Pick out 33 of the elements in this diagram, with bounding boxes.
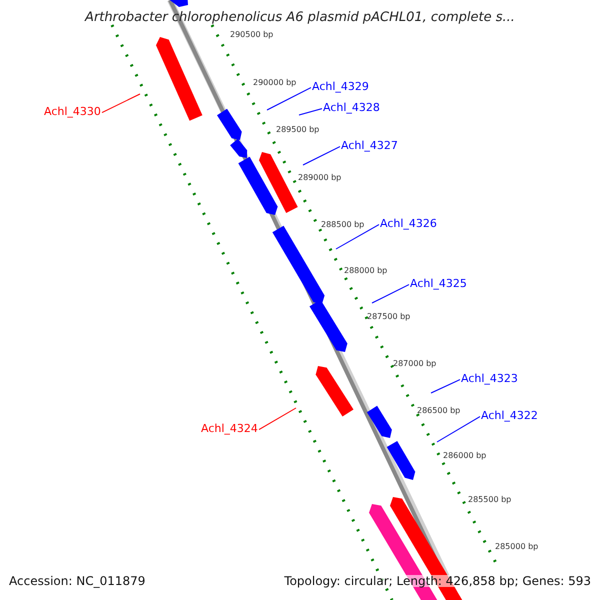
scale-label: 289500 bp bbox=[276, 126, 320, 134]
scale-label: 286000 bp bbox=[443, 452, 486, 460]
gene-label: Achl_4322 bbox=[481, 410, 538, 421]
gene-label: Achl_4326 bbox=[380, 218, 437, 229]
leader-line bbox=[372, 284, 410, 304]
scale-label: 287500 bp bbox=[367, 313, 410, 321]
gene-label: Achl_4330 bbox=[44, 106, 101, 117]
leader-line bbox=[430, 379, 460, 394]
leader-line bbox=[102, 94, 140, 114]
gene-label: Achl_4328 bbox=[323, 102, 380, 113]
scale-label: 285000 bp bbox=[495, 543, 538, 551]
scale-label: 286500 bp bbox=[417, 407, 460, 415]
scale-label: 288500 bp bbox=[321, 221, 364, 229]
scale-label: 285500 bp bbox=[468, 496, 512, 504]
leader-line bbox=[336, 224, 380, 250]
accession-text: Accession: NC_011879 bbox=[9, 575, 146, 587]
gene-label: Achl_4329 bbox=[312, 81, 369, 92]
scale-label: 290500 bp bbox=[230, 31, 274, 39]
gene-label: Achl_4327 bbox=[341, 140, 398, 151]
scale-label: 287000 bp bbox=[393, 360, 436, 368]
gene-label: Achl_4325 bbox=[410, 278, 467, 289]
scale-label: 290000 bp bbox=[253, 79, 296, 87]
leader-line bbox=[436, 416, 480, 442]
leader-line bbox=[298, 108, 322, 116]
scale-label: 289000 bp bbox=[298, 174, 342, 182]
scale-label: 288000 bp bbox=[344, 267, 388, 275]
leader-line bbox=[258, 408, 296, 430]
gene-label: Achl_4323 bbox=[461, 373, 518, 384]
summary-text: Topology: circular; Length: 426,858 bp; Genes: 593 bbox=[284, 575, 591, 587]
leader-line bbox=[302, 146, 340, 166]
leader-line bbox=[266, 87, 312, 110]
title: Arthrobacter chlorophenolicus A6 plasmid pACHL01, complete s... bbox=[84, 11, 516, 24]
gene-label: Achl_4324 bbox=[201, 423, 258, 434]
